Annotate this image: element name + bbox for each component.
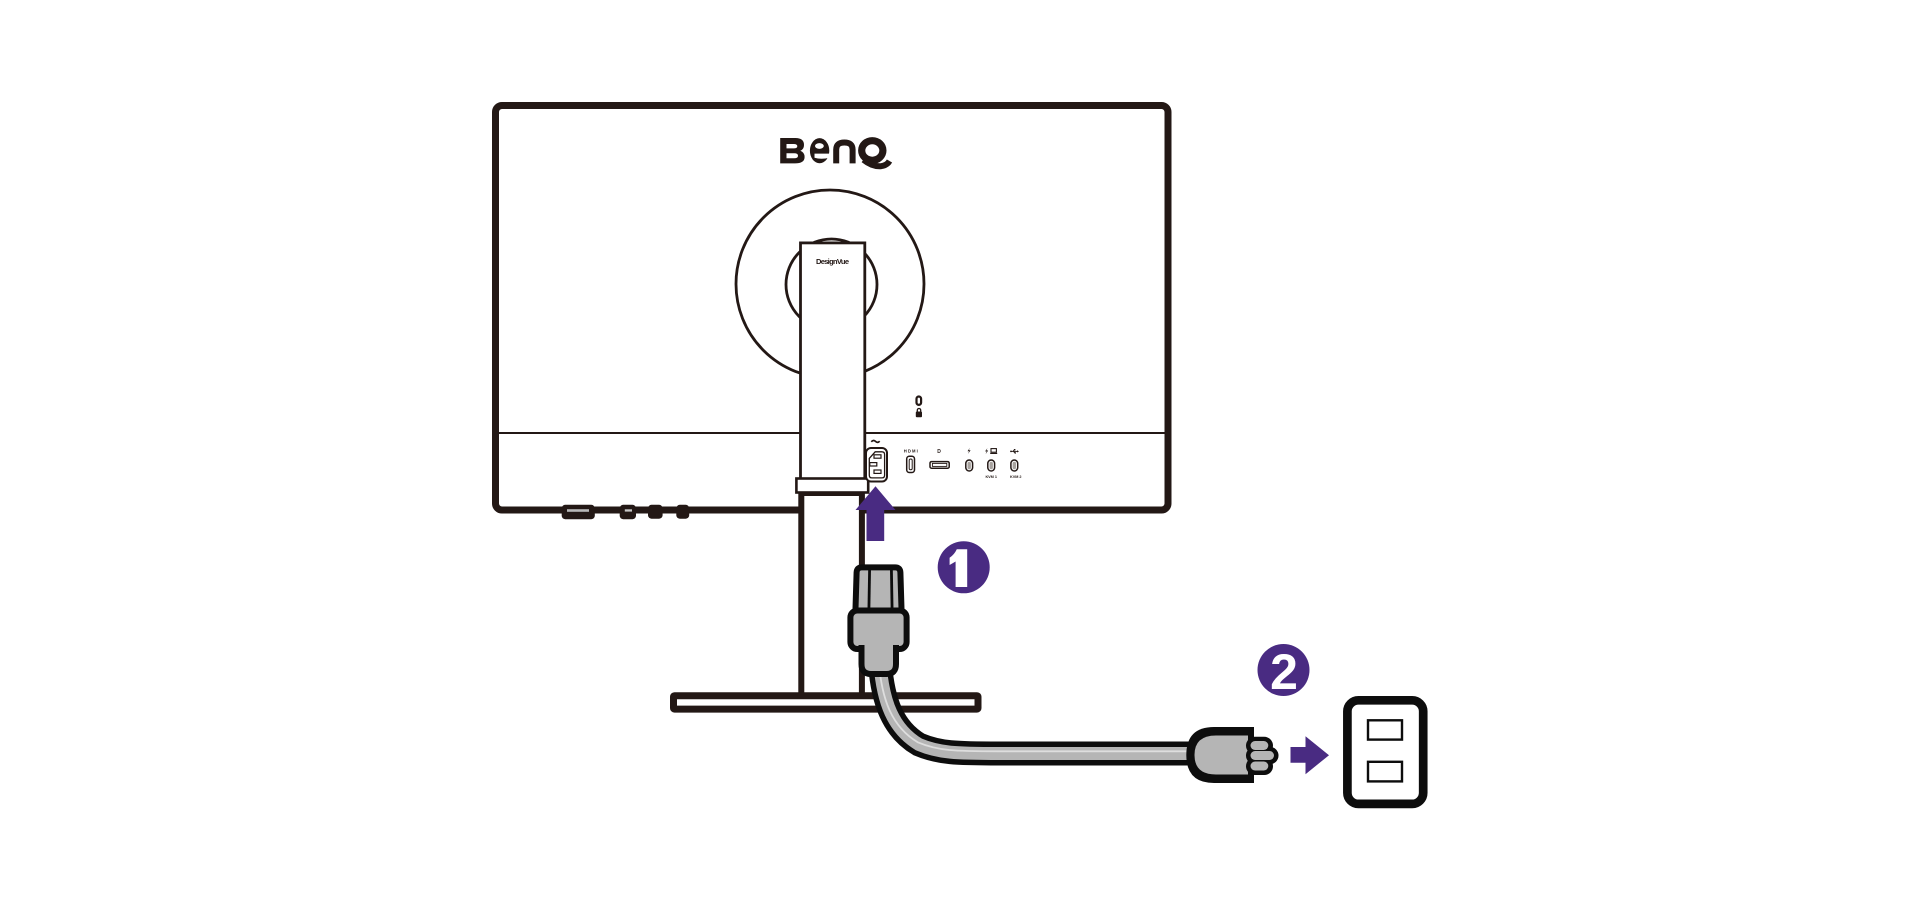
svg-text:D: D bbox=[937, 449, 941, 455]
svg-text:HDMI: HDMI bbox=[904, 449, 918, 454]
svg-text:2: 2 bbox=[1270, 644, 1298, 700]
svg-text:DesignVue: DesignVue bbox=[816, 257, 849, 266]
svg-text:KVM 2: KVM 2 bbox=[1010, 475, 1022, 479]
svg-text:KVM 1: KVM 1 bbox=[985, 475, 997, 479]
